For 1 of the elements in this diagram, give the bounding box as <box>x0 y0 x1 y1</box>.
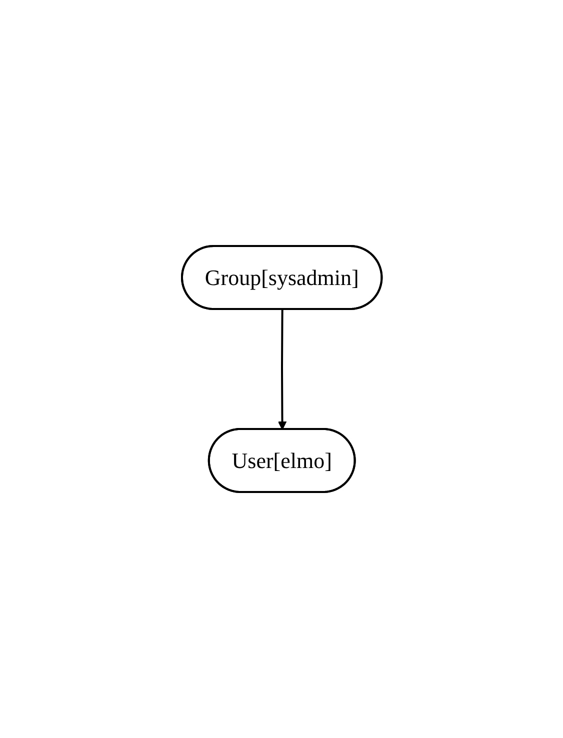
arrow <box>278 310 286 430</box>
